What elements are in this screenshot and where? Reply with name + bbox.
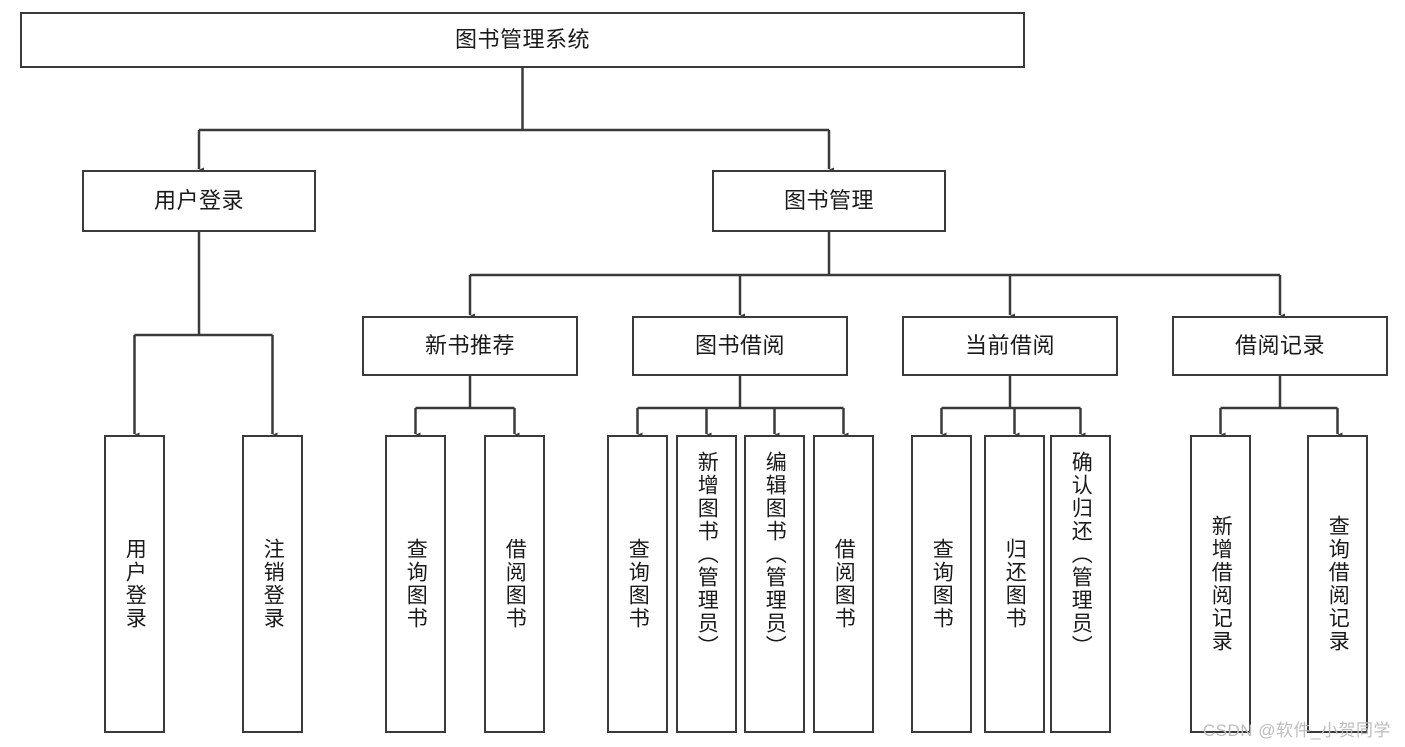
diagram-node-lf11[interactable]: 确认归还（管理员） bbox=[1050, 435, 1111, 733]
diagram-node-lf7[interactable]: 编辑图书（管理员） bbox=[744, 435, 805, 733]
diagram-node-label: 新增图书（管理员） bbox=[695, 451, 719, 658]
connector-lines bbox=[129, 68, 1343, 442]
diagram-node-label: 当前借阅 bbox=[964, 333, 1055, 359]
diagram-node-label: 编辑图书（管理员） bbox=[763, 451, 787, 658]
diagram-node-lf8[interactable]: 借阅图书 bbox=[813, 435, 874, 733]
diagram-node-current[interactable]: 当前借阅 bbox=[902, 316, 1118, 376]
diagram-node-label: 确认归还（管理员） bbox=[1069, 451, 1093, 658]
diagram-node-records[interactable]: 借阅记录 bbox=[1172, 316, 1388, 376]
diagram-node-lf13[interactable]: 查询借阅记录 bbox=[1307, 435, 1368, 733]
diagram-node-root[interactable]: 图书管理系统 bbox=[20, 12, 1025, 68]
diagram-node-lf2[interactable]: 注销登录 bbox=[242, 435, 303, 733]
diagram-node-label: 借阅图书 bbox=[503, 538, 527, 630]
watermark-label: CSDN @软件_小贺同学 bbox=[1202, 721, 1391, 740]
diagram-node-newbooks[interactable]: 新书推荐 bbox=[362, 316, 578, 376]
diagram-node-lf9[interactable]: 查询图书 bbox=[911, 435, 972, 733]
diagram-node-lf12[interactable]: 新增借阅记录 bbox=[1190, 435, 1251, 733]
diagram-node-label: 图书管理 bbox=[783, 188, 874, 214]
diagram-node-label: 图书借阅 bbox=[694, 333, 785, 359]
diagram-node-borrow[interactable]: 图书借阅 bbox=[632, 316, 848, 376]
diagram-node-lf3[interactable]: 查询图书 bbox=[385, 435, 446, 733]
diagram-node-login[interactable]: 用户登录 bbox=[82, 170, 316, 232]
diagram-node-label: 图书管理系统 bbox=[454, 27, 590, 53]
diagram-node-lf5[interactable]: 查询图书 bbox=[607, 435, 668, 733]
diagram-node-lf4[interactable]: 借阅图书 bbox=[484, 435, 545, 733]
diagram-node-label: 归还图书 bbox=[1003, 538, 1027, 630]
diagram-node-label: 新书推荐 bbox=[424, 333, 515, 359]
diagram-node-label: 用户登录 bbox=[153, 188, 244, 214]
diagram-node-lf6[interactable]: 新增图书（管理员） bbox=[676, 435, 737, 733]
diagram-node-label: 查询图书 bbox=[626, 538, 650, 630]
diagram-node-label: 查询图书 bbox=[404, 538, 428, 630]
diagram-node-label: 新增借阅记录 bbox=[1209, 515, 1233, 653]
diagram-node-label: 查询借阅记录 bbox=[1326, 515, 1350, 653]
diagram-node-label: 注销登录 bbox=[261, 538, 285, 630]
diagram-node-lf1[interactable]: 用户登录 bbox=[104, 435, 165, 733]
diagram-node-label: 用户登录 bbox=[123, 538, 147, 630]
diagram-node-label: 借阅图书 bbox=[832, 538, 856, 630]
diagram-node-label: 查询图书 bbox=[930, 538, 954, 630]
diagram-node-label: 借阅记录 bbox=[1234, 333, 1325, 359]
diagram-node-bookmgmt[interactable]: 图书管理 bbox=[712, 170, 946, 232]
diagram-node-lf10[interactable]: 归还图书 bbox=[984, 435, 1045, 733]
